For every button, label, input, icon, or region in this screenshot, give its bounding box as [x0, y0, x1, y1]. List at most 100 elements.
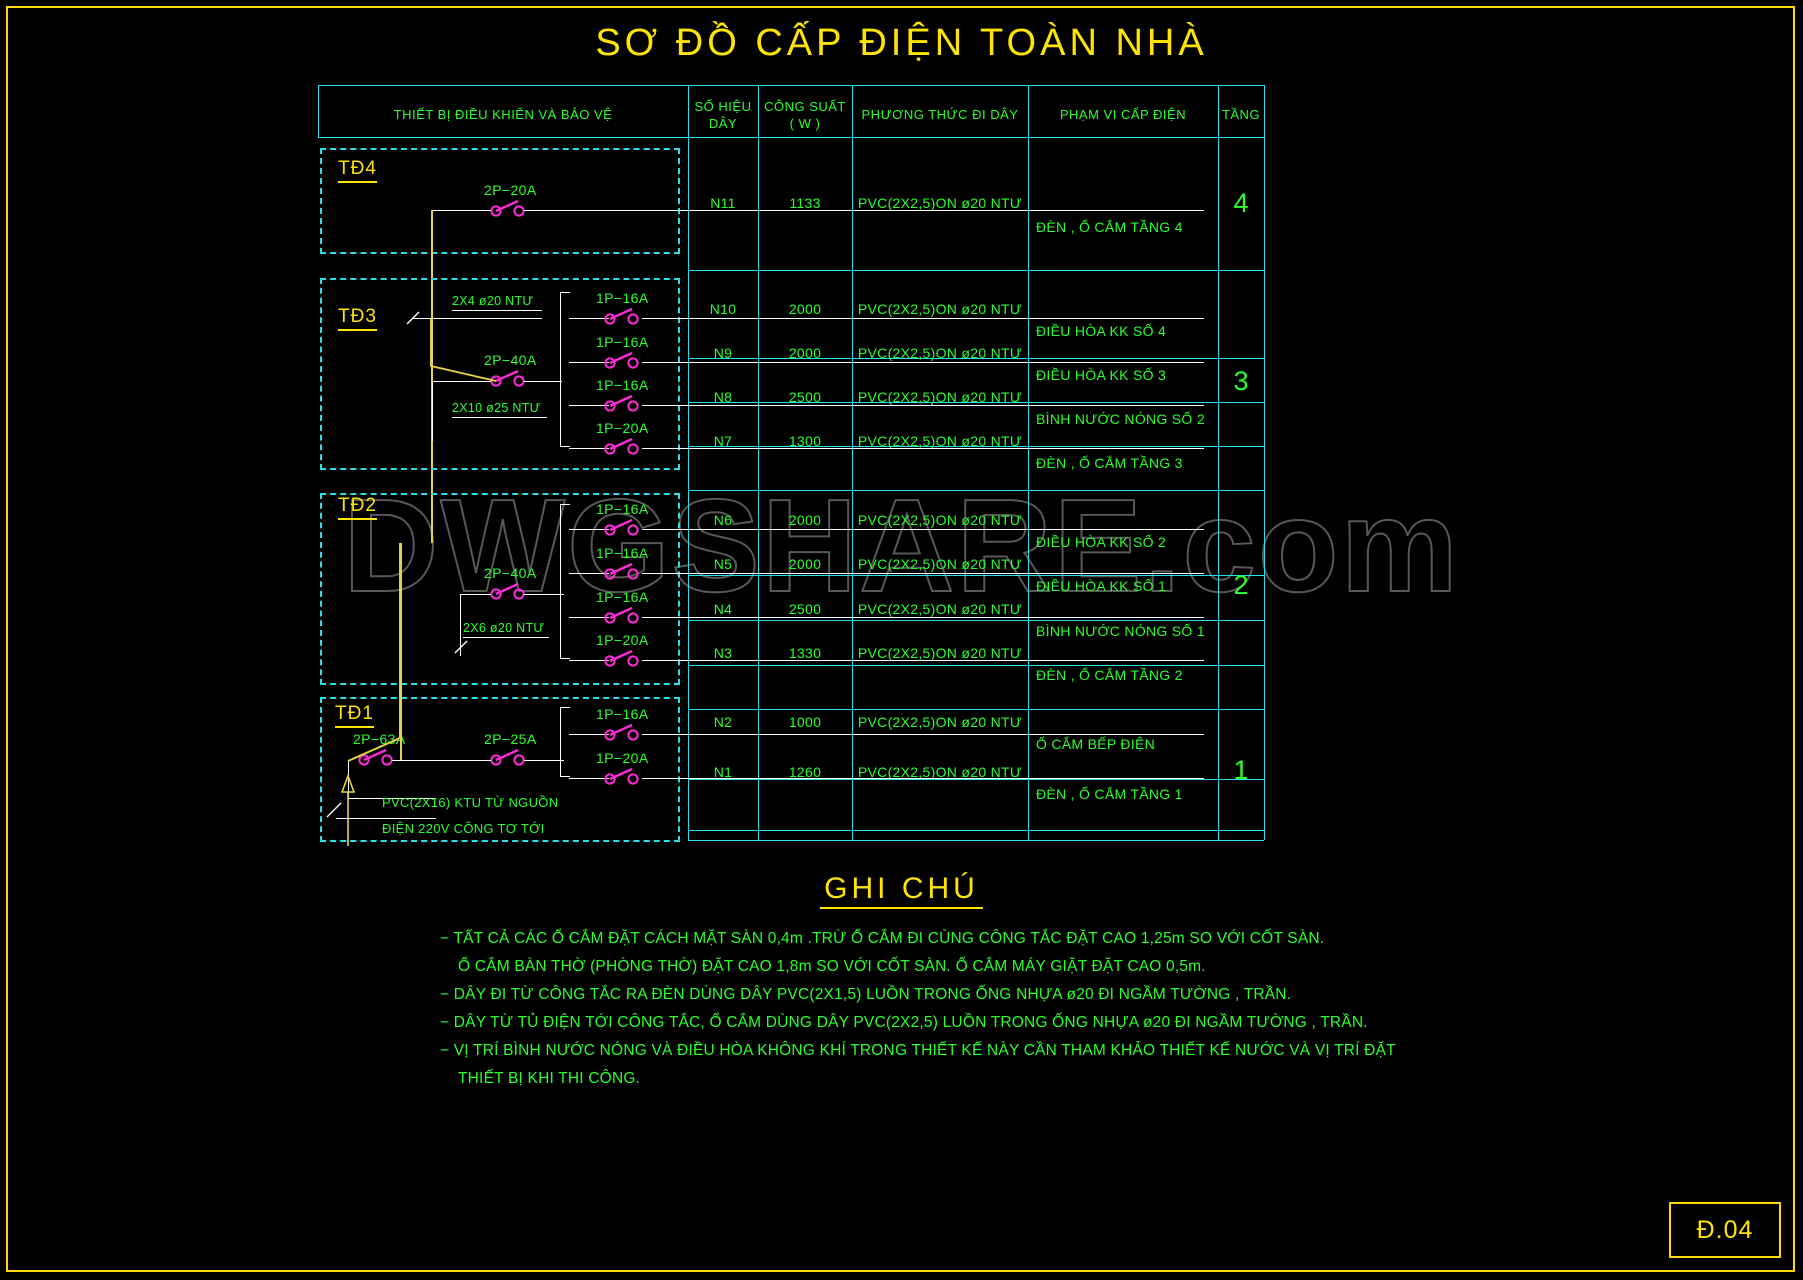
cable-tick-icon	[406, 311, 420, 325]
breaker-label-td3-b1: 1P−16A	[596, 290, 649, 306]
panel-td2	[320, 493, 680, 685]
schedule-table: THIẾT BỊ ĐIỀU KHIỂN VÀ BẢO VỆ SỐ HIỆU DÂ…	[318, 85, 1265, 841]
wire-segment	[569, 734, 609, 736]
wire-segment	[642, 778, 1204, 780]
note-item: − VỊ TRÍ BÌNH NƯỚC NÓNG VÀ ĐIỀU HÒA KHÔN…	[440, 1042, 1396, 1059]
table-line	[688, 620, 1264, 621]
wire-segment	[642, 448, 1204, 450]
cell-wire-id: N5	[713, 556, 733, 572]
cell-power: 1000	[788, 714, 822, 730]
cell-scope: Ổ CẮM BẾP ĐIỆN	[1036, 736, 1156, 752]
breaker-symbol-td3-b2	[604, 351, 639, 369]
breaker-symbol-td2-b4	[604, 649, 639, 667]
cell-scope: ĐIỀU HÒA KK SỐ 1	[1036, 578, 1167, 594]
table-line	[688, 830, 1264, 831]
sheet-border	[6, 6, 1795, 1272]
table-line	[688, 85, 689, 840]
breaker-label-td1-sub: 2P−25A	[484, 731, 537, 747]
cell-method: PVC(2X2,5)ON ø20 NTƯ	[857, 345, 1023, 361]
cell-wire-id: N8	[713, 389, 733, 405]
wire-segment	[642, 405, 1204, 407]
table-line	[688, 358, 1264, 359]
floor-number: 4	[1233, 188, 1249, 218]
cell-wire-id: N6	[713, 512, 733, 528]
header-scope: PHẠM VI CẤP ĐIỆN	[1059, 107, 1187, 122]
floor-number: 1	[1233, 755, 1249, 785]
cell-method: PVC(2X2,5)ON ø20 NTƯ	[857, 601, 1023, 617]
wire-segment	[524, 594, 564, 596]
table-line	[318, 85, 1264, 86]
note-item: Ổ CẮM BÀN THỜ (PHÒNG THỜ) ĐẶT CAO 1,8m S…	[458, 958, 1206, 975]
wire-segment	[524, 210, 1204, 212]
cell-wire-id: N7	[713, 433, 733, 449]
cell-power: 2500	[788, 389, 822, 405]
notes-title-text: GHI CHÚ	[820, 872, 983, 909]
cell-wire-id: N11	[710, 195, 736, 211]
cell-method: PVC(2X2,5)ON ø20 NTƯ	[857, 556, 1023, 572]
breaker-label-td1-b1: 1P−16A	[596, 706, 649, 722]
cell-method: PVC(2X2,5)ON ø20 NTƯ	[857, 389, 1023, 405]
breaker-symbol-td1-b2	[604, 767, 639, 785]
wire-segment	[432, 210, 491, 212]
wire-segment	[392, 760, 491, 762]
wire-segment	[432, 381, 491, 383]
table-line	[688, 709, 1264, 710]
floor-number: 3	[1233, 366, 1249, 396]
breaker-symbol-td2-main	[490, 582, 525, 600]
cell-scope: ĐÈN , Ổ CẮM TẦNG 1	[1036, 786, 1183, 802]
breaker-label-td3-main: 2P−40A	[484, 352, 537, 368]
cell-method: PVC(2X2,5)ON ø20 NTƯ	[857, 512, 1023, 528]
wire-segment	[348, 798, 436, 800]
wire-segment	[460, 594, 491, 596]
breaker-label-td3-b4: 1P−20A	[596, 420, 649, 436]
wire-segment	[524, 760, 564, 762]
panel-td3	[320, 278, 680, 470]
wire-segment	[569, 405, 609, 407]
supply-note-line1: PVC(2X16) KTU TỪ NGUỒN	[382, 795, 559, 810]
table-line	[1218, 85, 1219, 840]
busbar-td3	[560, 292, 570, 447]
wire-segment	[642, 529, 1204, 531]
cell-scope: ĐÈN , Ổ CẮM TẦNG 3	[1036, 455, 1183, 471]
panel-label-td1: TĐ1	[335, 703, 374, 728]
breaker-label-td2-main: 2P−40A	[484, 565, 537, 581]
table-line	[1028, 85, 1029, 840]
cell-power: 2000	[788, 301, 822, 317]
breaker-symbol-td1-sub	[490, 748, 525, 766]
cable-label-td3-top: 2X4 ø20 NTƯ	[452, 294, 542, 311]
wire-segment	[569, 529, 609, 531]
wire-segment	[642, 734, 1204, 736]
cell-method: PVC(2X2,5)ON ø20 NTƯ	[857, 433, 1023, 449]
table-line	[688, 446, 1264, 447]
wire-segment	[569, 617, 609, 619]
header-floor: TẦNG	[1221, 107, 1261, 122]
breaker-symbol-td2-b1	[604, 518, 639, 536]
cell-wire-id: N10	[709, 301, 737, 317]
header-power-1: CÔNG SUẤT	[764, 99, 846, 114]
header-power-2: ( W )	[789, 116, 821, 131]
breaker-symbol-td3-b1	[604, 307, 639, 325]
cell-power: 2500	[788, 601, 822, 617]
table-line	[1264, 85, 1265, 840]
breaker-symbol-td3-main	[490, 369, 525, 387]
wire-segment	[412, 318, 542, 320]
wire-segment	[569, 362, 609, 364]
cell-scope: ĐIỀU HÒA KK SỐ 2	[1036, 534, 1167, 550]
breaker-label-td2-b2: 1P−16A	[596, 545, 649, 561]
table-line	[688, 840, 1264, 841]
page-title: SƠ ĐỒ CẤP ĐIỆN TOÀN NHÀ	[595, 22, 1208, 64]
panel-label-td3: TĐ3	[338, 306, 377, 331]
cell-power: 1330	[788, 645, 822, 661]
cell-method: PVC(2X2,5)ON ø20 NTƯ	[857, 645, 1023, 661]
table-line	[688, 490, 1264, 491]
wire-segment	[642, 617, 1204, 619]
table-line	[318, 137, 1264, 138]
cable-label-td3-bot: 2X10 ø25 NTƯ	[452, 401, 547, 418]
cell-wire-id: N3	[713, 645, 733, 661]
breaker-label-td1-main: 2P−63A	[353, 731, 406, 747]
cell-method: PVC(2X2,5)ON ø20 NTƯ	[857, 301, 1023, 317]
table-line	[318, 85, 319, 137]
feeder-drop	[430, 318, 497, 382]
cell-power: 2000	[788, 512, 822, 528]
cell-power: 1260	[788, 764, 822, 780]
